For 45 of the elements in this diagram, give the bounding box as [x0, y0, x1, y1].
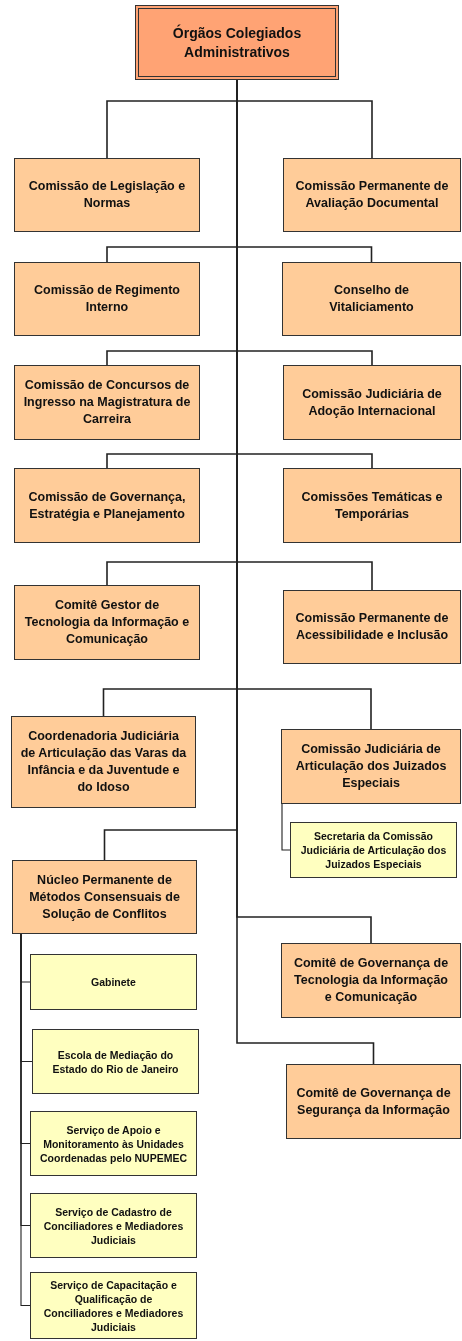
- org-unit-box: [283, 158, 461, 232]
- org-unit-box: [11, 716, 196, 808]
- org-unit-box: [12, 860, 197, 934]
- unit-name: Comissão Judiciária de Adoção Internacional: [301, 385, 443, 420]
- unit-name: Comitê de Governança de Tecnologia da Informação e Comunicação: [292, 955, 450, 1006]
- connector-line: [281, 803, 291, 851]
- unit-name: Gabinete: [91, 975, 136, 989]
- org-unit-box: [135, 5, 339, 80]
- unit-name: Comissão de Regimento Interno: [33, 282, 181, 316]
- unit-name: Comissões Temáticas e Temporárias: [300, 488, 444, 523]
- org-unit-box: [14, 585, 200, 660]
- org-unit-box: [14, 262, 200, 336]
- org-unit-box: [283, 365, 461, 440]
- org-unit-box: [283, 590, 461, 664]
- org-unit-box: [14, 158, 200, 232]
- org-unit-box: [32, 1029, 199, 1094]
- unit-name: Comissão Permanente de Acessibilidade e Inclusão: [294, 610, 450, 644]
- org-unit-box: [14, 468, 200, 543]
- org-unit-box: [290, 822, 457, 878]
- org-unit-box: [30, 1272, 197, 1339]
- org-unit-box: [281, 729, 461, 804]
- unit-name: Comissão de Legislação e Normas: [27, 178, 187, 212]
- unit-name: Secretaria da Comissão Judiciária de Articulação dos Juizados Especiais: [299, 829, 448, 871]
- unit-name: Escola de Mediação do Estado do Rio de Janeiro: [51, 1047, 180, 1076]
- org-unit-box: [14, 365, 200, 440]
- unit-name: Núcleo Permanente de Métodos Consensuais de Solução de Conflitos: [28, 871, 181, 923]
- unit-name: Serviço de Cadastro de Conciliadores e Mediadores Judiciais: [42, 1204, 185, 1247]
- unit-name: Serviço de Capacitação e Qualificação de Conciliadores e Mediadores Judiciais: [42, 1277, 185, 1334]
- unit-name: Coordenadoria Judiciária de Articulação das Varas da Infância e da Juventude e do Idoso: [20, 728, 187, 796]
- org-unit-box: [30, 1111, 197, 1176]
- unit-name: Comissão Judiciária de Articulação dos Juizados Especiais: [294, 741, 448, 792]
- org-unit-box: [30, 954, 197, 1010]
- org-unit-box: [283, 468, 461, 543]
- unit-name: Serviço de Apoio e Monitoramento às Unidades Coordenadas pelo NUPEMEC: [39, 1122, 188, 1165]
- org-unit-box: [282, 262, 461, 336]
- unit-name: Comissão de Concursos de Ingresso na Magistratura de Carreira: [23, 377, 191, 428]
- unit-name: Conselho de Vitaliciamento: [328, 282, 415, 316]
- unit-name: Comitê Gestor de Tecnologia da Informação e Comunicação: [23, 597, 191, 648]
- org-unit-box: [30, 1193, 197, 1258]
- unit-name: Comitê de Governança de Segurança da Informação: [295, 1084, 452, 1119]
- org-unit-box: [286, 1064, 461, 1139]
- unit-name: Comissão de Governança, Estratégia e Planejamento: [27, 488, 187, 523]
- unit-name: Órgãos Colegiados Administrativos: [171, 23, 303, 62]
- org-unit-box: [281, 943, 461, 1018]
- unit-name: Comissão Permanente de Avaliação Documental: [294, 178, 450, 212]
